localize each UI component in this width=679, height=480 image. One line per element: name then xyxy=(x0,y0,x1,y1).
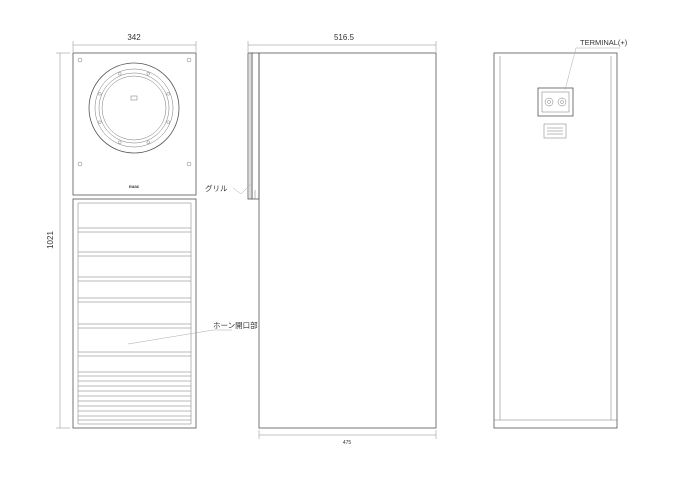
binding-post-icon xyxy=(557,97,567,107)
baffle-edge xyxy=(251,52,260,200)
binding-post-icon xyxy=(544,97,554,107)
side-width-dimension: 516.5 xyxy=(247,33,437,52)
grille-label: グリル xyxy=(205,183,228,193)
driver-bolt-icon xyxy=(118,72,122,76)
driver-bolt-icon xyxy=(146,72,150,76)
horn-cabinet xyxy=(72,198,197,429)
brand-logo: nuac xyxy=(129,184,140,189)
driver-bolt-icon xyxy=(98,120,102,124)
terminal-leader-line xyxy=(564,47,620,91)
horn-opening-label: ホーン開口部 xyxy=(213,320,258,330)
screw-icon xyxy=(186,57,192,63)
front-baffle xyxy=(72,52,197,196)
front-view: 342 1021 nuac xyxy=(46,33,258,429)
nameplate xyxy=(543,123,567,139)
side-width-label: 516.5 xyxy=(334,33,355,42)
front-width-label: 342 xyxy=(127,33,141,42)
driver-bolt-icon xyxy=(118,140,122,144)
driver-bolt-icon xyxy=(166,120,170,124)
front-height-dimension: 1021 xyxy=(46,52,70,429)
screw-icon xyxy=(77,161,83,167)
grille-leader-line xyxy=(232,183,252,195)
screw-icon xyxy=(186,161,192,167)
terminal-plate xyxy=(537,87,574,117)
front-width-dimension: 342 xyxy=(72,33,197,52)
horn-leader-line xyxy=(127,329,232,345)
rear-view: TERMINAL(+) xyxy=(493,38,628,429)
side-view: 516.5 グリル 475 xyxy=(205,33,437,446)
side-cabinet xyxy=(258,52,437,429)
rear-cabinet-outline xyxy=(493,52,618,429)
screw-icon xyxy=(77,57,83,63)
side-bottom-label: 475 xyxy=(343,440,352,446)
side-bottom-dimension: 475 xyxy=(258,430,437,446)
terminal-label: TERMINAL(+) xyxy=(580,38,628,47)
driver-bolt-icon xyxy=(166,92,170,96)
driver-bolt-icon xyxy=(146,140,150,144)
driver-bolt-icon xyxy=(98,92,102,96)
front-height-label: 1021 xyxy=(46,231,55,249)
driver-unit xyxy=(88,62,180,154)
